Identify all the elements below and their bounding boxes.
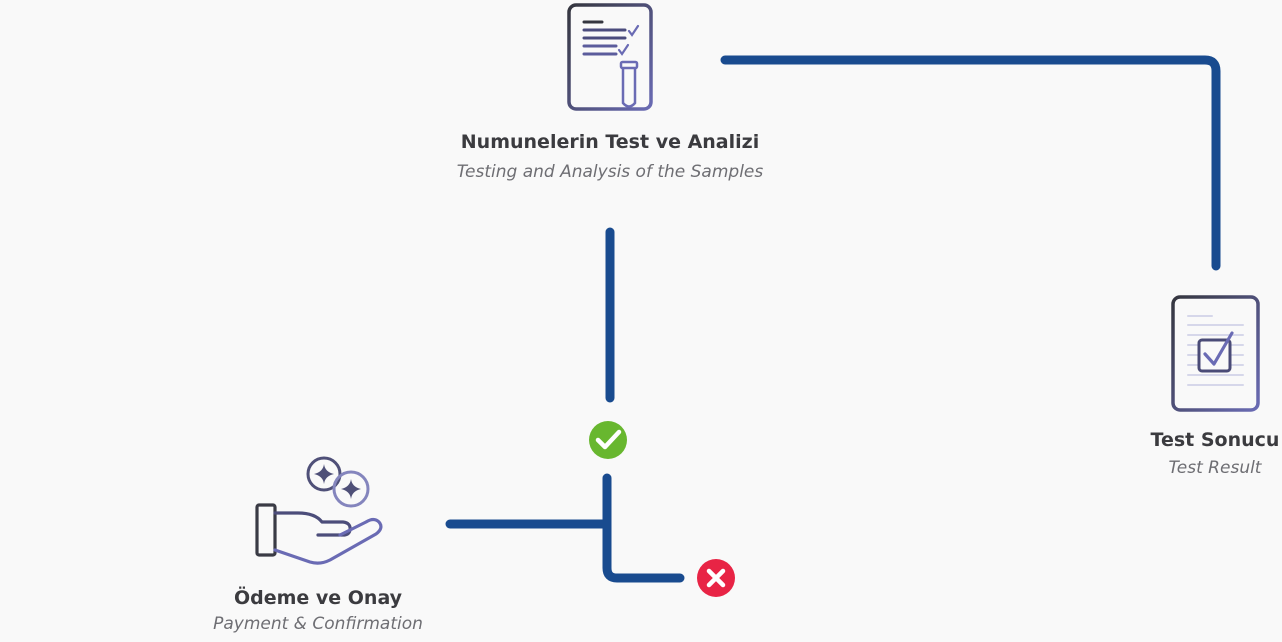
x-circle-icon	[697, 559, 735, 597]
testing-to-result-line	[720, 55, 1221, 271]
junction-down-line	[602, 473, 685, 583]
check-circle-icon	[589, 421, 627, 459]
